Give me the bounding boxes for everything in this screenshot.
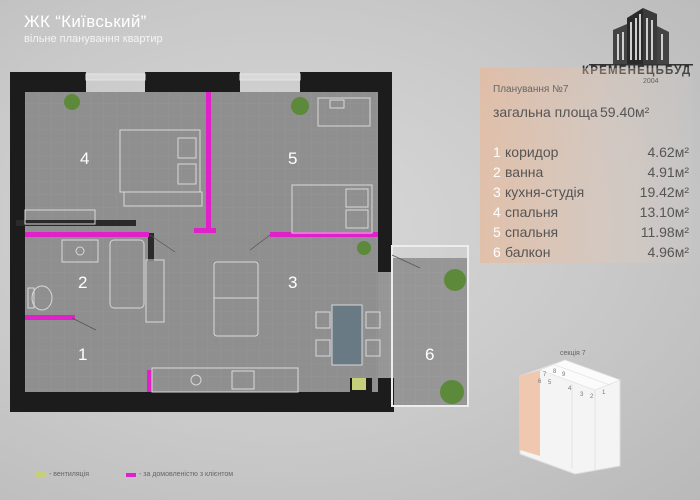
room-list: 1 коридор 4.62м² 2 ванна 4.91м² 3 кухня-… (493, 144, 689, 264)
room-area: 4.62м² (647, 144, 689, 160)
page-subtitle: вільне планування квартир (24, 33, 163, 45)
room-number: 5 (493, 224, 501, 240)
legend-item-ventilation: - вентиляція (36, 471, 89, 478)
furniture (24, 97, 381, 393)
total-area-label: загальна площа (493, 104, 598, 120)
plan-room-number: 1 (78, 345, 87, 364)
total-area-value: 59.40м² (600, 104, 650, 120)
section-diagram: 7 8 9 6 5 4 3 2 1 (519, 359, 621, 475)
section-apartment: 3 (580, 392, 584, 398)
buildings-icon (589, 8, 693, 66)
room-area: 4.91м² (647, 164, 689, 180)
ventilation-shaft (352, 378, 366, 390)
room-row: 2 ванна 4.91м² (493, 164, 689, 184)
room-row: 5 спальня 11.98м² (493, 224, 689, 244)
room-name: спальня (505, 224, 559, 240)
page-title: ЖК “Київський” (24, 12, 147, 31)
doors (71, 234, 421, 331)
plan-room-number: 3 (288, 273, 297, 292)
room-name: коридор (505, 144, 559, 160)
floor-tiles (25, 92, 378, 392)
room-name: кухня-студія (505, 184, 585, 200)
section-apartment: 6 (538, 379, 542, 385)
room-number: 3 (493, 184, 501, 200)
room-area: 4.96м² (647, 244, 689, 260)
section-apartment: 2 (590, 394, 594, 400)
room-name: спальня (505, 204, 559, 220)
section-apartment: 8 (553, 369, 557, 375)
section-apartment: 9 (562, 372, 566, 378)
room-name: ванна (505, 164, 544, 180)
room-row: 6 балкон 4.96м² (493, 244, 689, 264)
room-name: балкон (505, 244, 551, 260)
plan-room-number: 4 (80, 149, 89, 168)
legend-swatch (126, 472, 136, 477)
plan-room-number: 6 (425, 345, 434, 364)
room-area: 11.98м² (640, 224, 689, 240)
info-panel (480, 68, 692, 263)
section-apartment: 5 (548, 380, 552, 386)
room-area: 13.10м² (639, 204, 689, 220)
room-row: 3 кухня-студія 19.42м² (493, 184, 689, 204)
plan-number: Планування №7 (493, 84, 569, 95)
legend-swatch (36, 471, 46, 478)
room-number: 6 (493, 244, 501, 260)
room-row: 4 спальня 13.10м² (493, 204, 689, 224)
plant-icon (64, 94, 466, 404)
section-label: секція 7 (560, 350, 586, 357)
legend-label: - за домовленістю з клієнтом (139, 471, 234, 478)
legend-item-movable-wall: - за домовленістю з клієнтом (126, 471, 233, 478)
section-apartment: 4 (568, 386, 572, 392)
floor-plan: 4 5 2 3 1 6 (10, 72, 469, 412)
balcony-rail (391, 245, 469, 407)
legend-label: - вентиляція (49, 471, 90, 478)
plan-room-number: 5 (288, 149, 297, 168)
room-number: 2 (493, 164, 501, 180)
room-number: 1 (493, 144, 501, 160)
room-area: 19.42м² (639, 184, 689, 200)
plan-room-number: 2 (78, 273, 87, 292)
section-apartment: 1 (602, 390, 606, 396)
movable-walls (25, 92, 378, 392)
room-number: 4 (493, 204, 501, 220)
section-apartment: 7 (543, 372, 547, 378)
room-row: 1 коридор 4.62м² (493, 144, 689, 164)
windows (85, 73, 301, 81)
